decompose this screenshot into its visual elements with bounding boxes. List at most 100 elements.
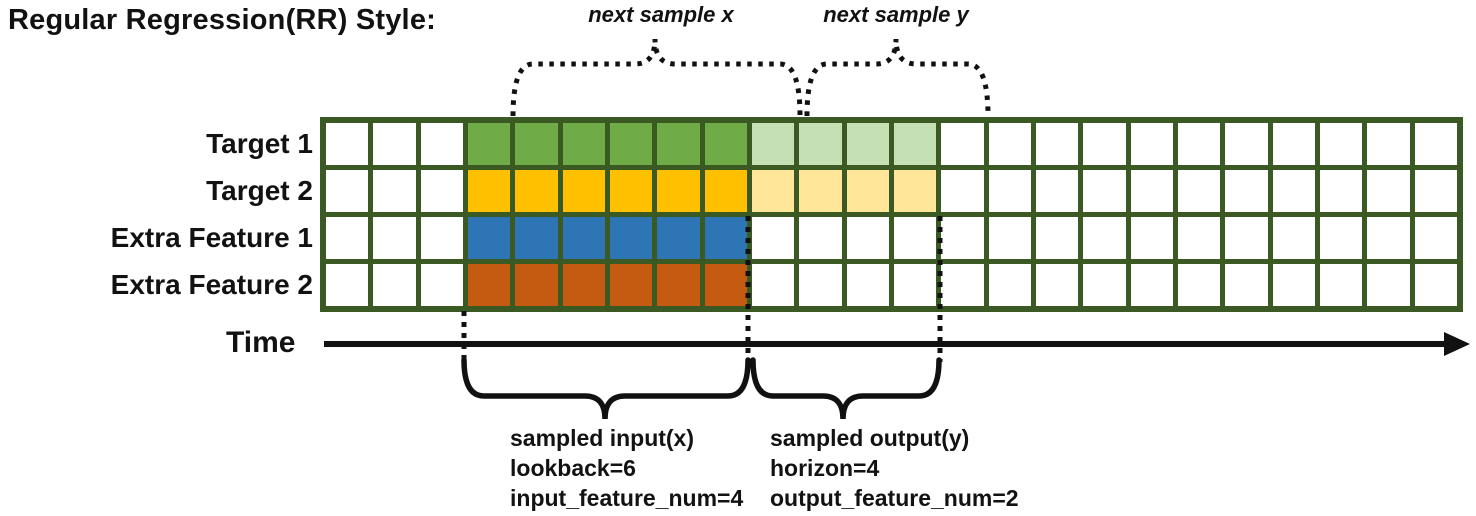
row-label-extra-feature-1: Extra Feature 1	[110, 222, 313, 253]
grid-cell	[1083, 170, 1126, 212]
grid-cell	[562, 217, 605, 259]
lookback-value: lookback=6	[510, 455, 636, 481]
grid-cell	[1272, 217, 1315, 259]
grid-cell	[420, 170, 463, 212]
grid-cell	[799, 123, 842, 165]
grid-cell	[941, 123, 984, 165]
grid-cell	[1083, 217, 1126, 259]
grid-cell	[893, 217, 937, 259]
grid-cell	[420, 123, 463, 165]
grid-cell	[846, 217, 889, 259]
grid-cell	[988, 123, 1031, 165]
grid-cell	[1035, 264, 1079, 306]
horizon-value: horizon=4	[770, 455, 880, 481]
grid-cell	[1414, 217, 1457, 259]
grid-cell	[704, 217, 747, 259]
grid-cell	[1177, 217, 1221, 259]
input-feature-num: input_feature_num=4	[510, 485, 744, 511]
grid-cell	[1035, 123, 1079, 165]
sampled-output-brace	[750, 357, 942, 420]
grid-cell	[657, 170, 700, 212]
grid-cell	[1225, 217, 1268, 259]
grid-cell	[751, 264, 795, 306]
grid-cell	[1130, 264, 1173, 306]
output-feature-num: output_feature_num=2	[770, 485, 1019, 511]
grid-cell	[420, 264, 463, 306]
grid-cell	[562, 123, 605, 165]
grid-cell	[1130, 123, 1173, 165]
time-series-grid	[320, 117, 1463, 312]
diagram-title: Regular Regression(RR) Style:	[8, 4, 436, 36]
grid-cell	[1272, 264, 1315, 306]
next-sample-y-brace	[804, 38, 991, 117]
grid-cell	[1225, 170, 1268, 212]
grid-cell	[373, 217, 416, 259]
grid-cell	[941, 264, 984, 306]
grid-cell	[326, 264, 369, 306]
grid-cell	[751, 217, 795, 259]
grid-cell	[893, 264, 937, 306]
time-axis-label: Time	[226, 326, 296, 359]
grid-cell	[515, 217, 558, 259]
grid-cell	[846, 123, 889, 165]
grid-cell	[657, 123, 700, 165]
grid-cell	[988, 217, 1031, 259]
grid-cell	[373, 170, 416, 212]
grid-cell	[1130, 170, 1173, 212]
grid-cell	[1319, 170, 1363, 212]
grid-cell	[1130, 217, 1173, 259]
grid-cell	[704, 170, 747, 212]
row-label-target-1: Target 1	[206, 128, 313, 159]
grid-cell	[988, 264, 1031, 306]
next-sample-y-label: next sample y	[823, 2, 969, 27]
grid-cell	[704, 264, 747, 306]
grid-cell	[1367, 170, 1410, 212]
sampled-output-note: sampled output(y) horizon=4 output_featu…	[770, 423, 1019, 513]
grid-cell	[326, 217, 369, 259]
grid-cell	[1414, 123, 1457, 165]
grid-cell	[326, 123, 369, 165]
grid-cell	[467, 217, 511, 259]
row-label-target-2: Target 2	[206, 175, 313, 206]
grid-cell	[1367, 264, 1410, 306]
grid-cell	[1367, 217, 1410, 259]
grid-cell	[799, 264, 842, 306]
grid-cell	[988, 170, 1031, 212]
grid-cell	[893, 123, 937, 165]
grid-cell	[1272, 170, 1315, 212]
grid-cell	[1177, 170, 1221, 212]
grid-cell	[893, 170, 937, 212]
grid-cell	[751, 123, 795, 165]
grid-cell	[515, 264, 558, 306]
grid-cell	[1225, 123, 1268, 165]
grid-cell	[609, 123, 653, 165]
sampled-input-title: sampled input(x)	[510, 425, 695, 451]
grid-cell	[799, 217, 842, 259]
grid-cell	[1035, 217, 1079, 259]
grid-cell	[1083, 264, 1126, 306]
grid-cell	[1035, 170, 1079, 212]
grid-cell	[799, 170, 842, 212]
sampled-output-title: sampled output(y)	[770, 425, 970, 451]
grid-cell	[609, 217, 653, 259]
grid-cell	[1319, 264, 1363, 306]
grid-cell	[941, 217, 984, 259]
grid-cell	[704, 123, 747, 165]
row-label-extra-feature-2: Extra Feature 2	[110, 269, 313, 300]
grid-cell	[467, 123, 511, 165]
grid-cell	[1177, 123, 1221, 165]
grid-cell	[1083, 123, 1126, 165]
grid-cell	[1177, 264, 1221, 306]
sampled-input-note: sampled input(x) lookback=6 input_featur…	[510, 423, 743, 513]
grid-cell	[326, 170, 369, 212]
grid-cell	[657, 217, 700, 259]
grid-cell	[609, 170, 653, 212]
sampled-input-brace	[461, 357, 751, 420]
grid-cell	[1225, 264, 1268, 306]
grid-cell	[562, 264, 605, 306]
next-sample-x-label: next sample x	[588, 2, 734, 27]
grid-cell	[515, 170, 558, 212]
grid-cell	[657, 264, 700, 306]
grid-cell	[609, 264, 653, 306]
